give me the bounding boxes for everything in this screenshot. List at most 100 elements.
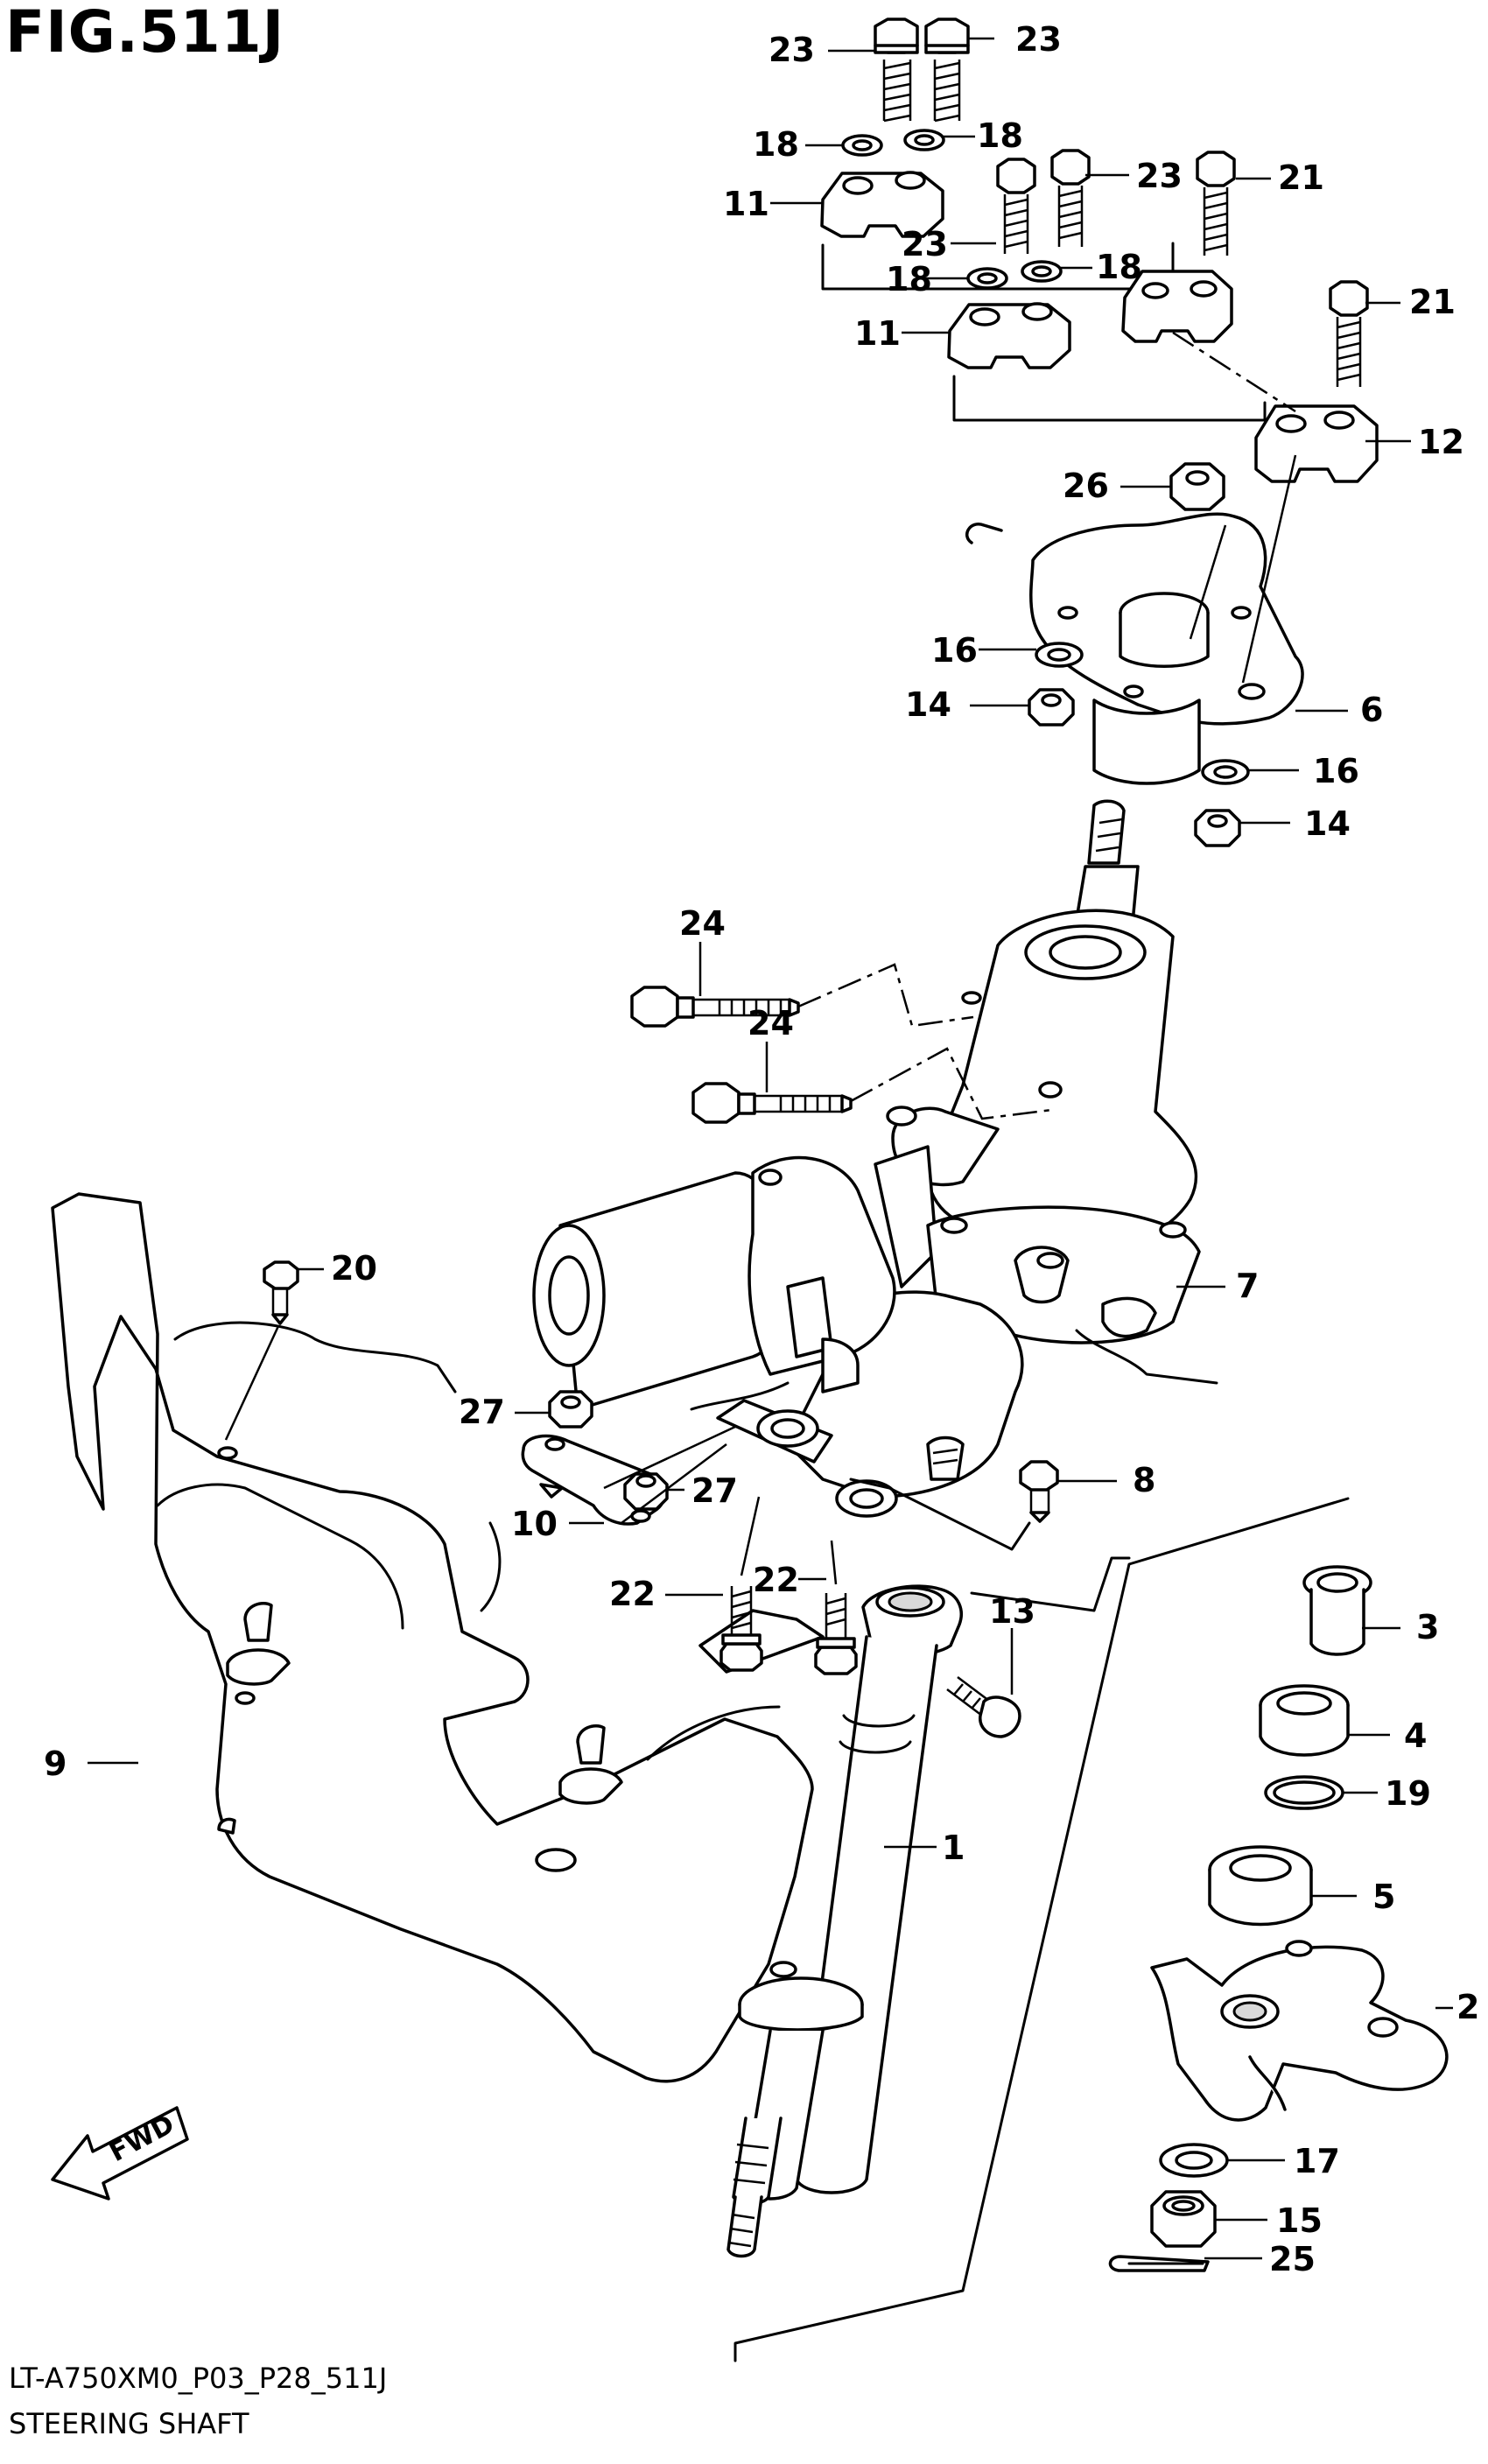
callout-12[interactable]: 12	[1418, 423, 1464, 461]
callout-8[interactable]: 8	[1133, 1461, 1155, 1499]
alignment-line-holder-6-b	[1189, 524, 1227, 640]
steering-holder-6[interactable]	[965, 512, 1304, 785]
bracket-line-shaft	[970, 1556, 1131, 1612]
callout-16-a[interactable]: 16	[931, 631, 978, 670]
callout-7[interactable]: 7	[1236, 1267, 1259, 1305]
nut-14-a[interactable]	[1028, 688, 1075, 727]
bracket-line-right-group	[733, 1497, 1350, 2362]
bracket-11-a[interactable]	[820, 171, 944, 238]
washer-16-b[interactable]	[1201, 759, 1250, 785]
callout-23-c[interactable]: 23	[1136, 157, 1183, 195]
washer-16-a[interactable]	[1035, 642, 1084, 668]
nut-27-a[interactable]	[548, 1390, 593, 1429]
o-ring-19[interactable]	[1264, 1775, 1344, 1810]
steering-shaft-1[interactable]	[726, 1584, 963, 2258]
knuckle-arm-2[interactable]	[1150, 1940, 1449, 2122]
alignment-line-holder-6	[1241, 454, 1297, 684]
alignment-line-bolt-22	[740, 1496, 838, 1585]
bolt-21-b[interactable]	[1329, 280, 1369, 387]
callout-16-b[interactable]: 16	[1313, 752, 1359, 790]
alignment-line-bolt-24-a	[797, 963, 974, 1028]
cotter-pin-25[interactable]	[1108, 2255, 1210, 2272]
callout-14-a[interactable]: 14	[905, 685, 951, 724]
callout-24-b[interactable]: 24	[748, 1004, 794, 1042]
callout-18-c[interactable]: 18	[886, 260, 932, 298]
callout-20[interactable]: 20	[331, 1249, 377, 1288]
callout-13[interactable]: 13	[989, 1592, 1035, 1631]
bracket-11-b-bracket-line	[952, 375, 1267, 422]
nut-27-b[interactable]	[623, 1472, 669, 1511]
washer-18-b[interactable]	[903, 129, 945, 151]
bracket-12[interactable]	[1254, 404, 1379, 483]
washer-18-c[interactable]	[966, 267, 1008, 290]
fwd-arrow-icon: FWD	[51, 2106, 189, 2201]
seal-4[interactable]	[1259, 1684, 1350, 1757]
bolt-24-a[interactable]	[630, 986, 800, 1028]
callout-21-a[interactable]: 21	[1278, 158, 1324, 197]
callout-leaders	[88, 37, 1453, 2260]
callout-2[interactable]: 2	[1456, 1988, 1479, 2026]
callout-23-b[interactable]: 23	[1015, 20, 1062, 59]
nut-15[interactable]	[1150, 2190, 1217, 2248]
bolt-23-b[interactable]	[924, 18, 970, 123]
callout-1[interactable]: 1	[942, 1829, 965, 1867]
bracket-line-bolt-8	[849, 1478, 1031, 1551]
washer-18-a[interactable]	[841, 134, 883, 157]
callout-19[interactable]: 19	[1385, 1774, 1431, 1813]
callout-4[interactable]: 4	[1404, 1716, 1427, 1755]
callout-15[interactable]: 15	[1276, 2201, 1323, 2240]
bolt-23-a[interactable]	[874, 18, 919, 123]
callout-10[interactable]: 10	[511, 1505, 558, 1543]
bolt-24-b[interactable]	[691, 1082, 853, 1124]
callout-6[interactable]: 6	[1360, 691, 1383, 729]
bolt-20[interactable]	[263, 1260, 299, 1325]
callout-26[interactable]: 26	[1063, 467, 1109, 505]
callout-11-a[interactable]: 11	[723, 185, 769, 223]
callout-23-a[interactable]: 23	[769, 31, 815, 69]
bracket-11-b[interactable]	[947, 302, 1071, 369]
callout-18-a[interactable]: 18	[753, 125, 799, 164]
figure-title: FIG.511J	[5, 0, 285, 66]
bushing-3[interactable]	[1302, 1565, 1372, 1656]
callout-21-b[interactable]: 21	[1409, 283, 1456, 321]
bolt-22-a[interactable]	[719, 1586, 763, 1672]
callout-14-b[interactable]: 14	[1304, 804, 1351, 843]
bolt-21-a[interactable]	[1196, 151, 1236, 256]
figure-name: STEERING SHAFT	[9, 2407, 249, 2440]
callout-25[interactable]: 25	[1269, 2240, 1316, 2278]
nut-14-b[interactable]	[1194, 809, 1241, 847]
bolt-23-d[interactable]	[1050, 149, 1091, 247]
callout-27-a[interactable]: 27	[459, 1393, 505, 1431]
bolt-8[interactable]	[1019, 1460, 1059, 1523]
callout-17[interactable]: 17	[1294, 2142, 1340, 2180]
bolt-23-c[interactable]	[996, 158, 1036, 254]
alignment-line-bolt-20	[224, 1325, 280, 1441]
figure-code: LT-A750XM0_P03_P28_511J	[9, 2362, 388, 2395]
callout-11-b[interactable]: 11	[854, 314, 901, 353]
alignment-line-bolt-24-b	[850, 1047, 1053, 1120]
callout-24-a[interactable]: 24	[679, 904, 726, 943]
callout-5[interactable]: 5	[1372, 1878, 1395, 1916]
callout-3[interactable]: 3	[1416, 1608, 1439, 1646]
alignment-line-bracket-12	[1172, 331, 1296, 413]
washer-17[interactable]	[1159, 2143, 1229, 2178]
callout-22-b[interactable]: 22	[753, 1561, 799, 1599]
alignment-line-bracket-10	[603, 1425, 736, 1524]
steering-protector-9[interactable]	[51, 1192, 825, 2083]
callout-27-b[interactable]: 27	[691, 1471, 738, 1510]
bracket-upper-right[interactable]	[1121, 270, 1233, 343]
washer-18-d[interactable]	[1021, 260, 1063, 283]
nut-26[interactable]	[1169, 462, 1225, 511]
callout-18-b[interactable]: 18	[977, 116, 1023, 155]
callout-22-a[interactable]: 22	[609, 1575, 656, 1613]
callout-18-d[interactable]: 18	[1096, 248, 1142, 286]
callout-23-d[interactable]: 23	[902, 225, 948, 263]
bolt-22-b[interactable]	[814, 1593, 858, 1675]
callout-9[interactable]: 9	[44, 1744, 67, 1783]
seal-5[interactable]	[1208, 1845, 1313, 1927]
bolt-13[interactable]	[946, 1676, 1021, 1738]
power-steering-unit-7[interactable]	[716, 799, 1218, 1518]
eps-motor[interactable]	[532, 1155, 896, 1411]
